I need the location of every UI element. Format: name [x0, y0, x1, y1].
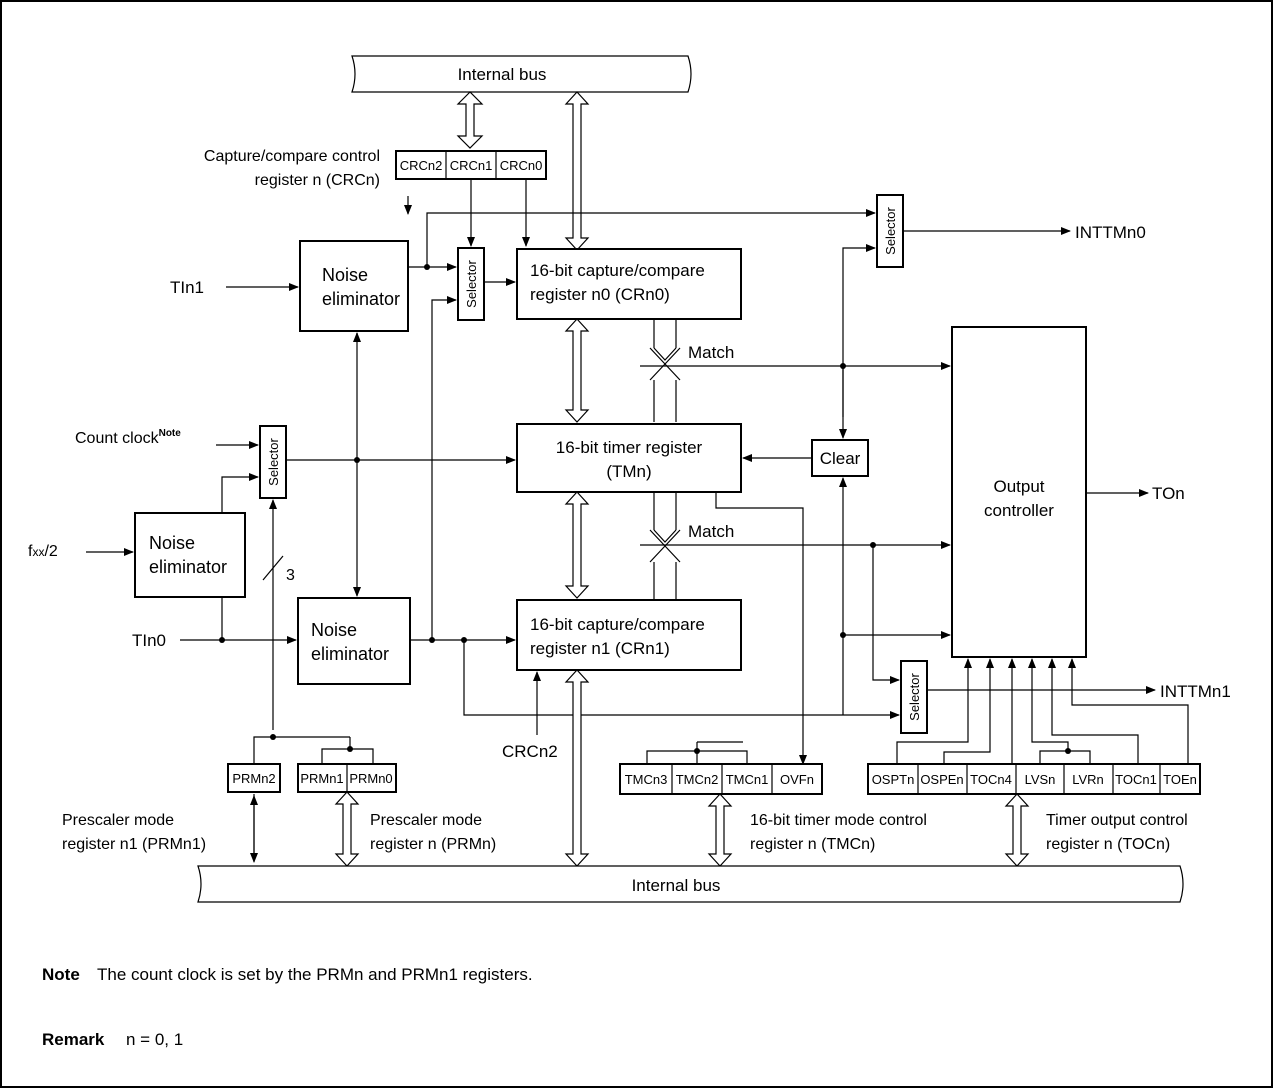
- match-label-1: Match: [688, 343, 734, 362]
- svg-text:controller: controller: [984, 501, 1054, 520]
- prmn1-label-line1: Prescaler mode: [62, 812, 174, 829]
- clear-block: Clear: [811, 439, 869, 477]
- svg-text:Selector: Selector: [907, 672, 922, 720]
- internal-bus-top: Internal bus: [351, 55, 692, 93]
- toc-register: OSPTn OSPEn TOCn4 LVSn LVRn TOCn1 TOEn: [867, 763, 1201, 795]
- svg-text:OSPEn: OSPEn: [920, 772, 963, 787]
- prmn-label-line1: Prescaler mode: [370, 812, 482, 829]
- svg-text:OSPTn: OSPTn: [872, 772, 915, 787]
- bus-arrow-top-crn0: [564, 91, 590, 251]
- bus-width-3: 3: [286, 567, 295, 584]
- selector-crn0: Selector: [457, 247, 485, 321]
- internal-bus-bottom: Internal bus: [197, 865, 1184, 903]
- svg-text:Noise: Noise: [149, 533, 195, 553]
- svg-text:16-bit capture/compare: 16-bit capture/compare: [530, 615, 705, 634]
- crc-bit-crcn1: CRCn1: [450, 158, 493, 173]
- crc-register: Capture/compare control register n (CRCn…: [204, 148, 547, 189]
- svg-text:Output: Output: [993, 477, 1044, 496]
- svg-text:register n0 (CRn0): register n0 (CRn0): [530, 285, 670, 304]
- output-inttmn0: INTTMn0: [1075, 223, 1146, 242]
- crc-label-line1: Capture/compare control: [204, 148, 380, 165]
- svg-text:TMCn1: TMCn1: [726, 772, 769, 787]
- bus-arrow-tmcn: [707, 793, 733, 867]
- bus-arrow-tmn-crn1: [564, 491, 590, 599]
- crcn2-signal-label: CRCn2: [502, 742, 558, 761]
- svg-text:eliminator: eliminator: [149, 557, 227, 577]
- count-clock-label: Count clockNote: [75, 428, 181, 447]
- noise-eliminator-bottom: Noise eliminator: [297, 597, 411, 685]
- svg-text:TOEn: TOEn: [1163, 772, 1197, 787]
- prmn-register: PRMn1 PRMn0: [297, 763, 397, 793]
- prmn-label-line2: register n (PRMn): [370, 836, 496, 853]
- noise-eliminator-top: Noise eliminator: [299, 240, 409, 332]
- crc-label-line2: register n (CRCn): [255, 172, 380, 189]
- selector-inttmn0: Selector: [876, 194, 904, 268]
- svg-text:LVSn: LVSn: [1025, 772, 1056, 787]
- tocn-label-line1: Timer output control: [1046, 812, 1188, 829]
- crc-bit-crcn0: CRCn0: [500, 158, 543, 173]
- input-tin1: TIn1: [170, 278, 204, 297]
- crc-bit-crcn2: CRCn2: [400, 158, 443, 173]
- crn1-register: 16-bit capture/compare register n1 (CRn1…: [516, 599, 742, 671]
- internal-bus-bottom-label: Internal bus: [632, 876, 721, 895]
- svg-text:PRMn0: PRMn0: [349, 771, 392, 786]
- tmn-register: 16-bit timer register (TMn): [516, 423, 742, 493]
- svg-text:TOCn1: TOCn1: [1115, 772, 1157, 787]
- svg-text:TOCn4: TOCn4: [970, 772, 1012, 787]
- svg-text:OVFn: OVFn: [780, 772, 814, 787]
- bus-arrow-crc: [456, 91, 484, 149]
- svg-text:LVRn: LVRn: [1072, 772, 1104, 787]
- bus-arrow-tocn: [1004, 793, 1030, 867]
- svg-text:Selector: Selector: [883, 206, 898, 254]
- svg-text:PRMn1: PRMn1: [300, 771, 343, 786]
- output-ton: TOn: [1152, 484, 1185, 503]
- output-controller: Output controller: [951, 326, 1087, 658]
- svg-text:register n1 (CRn1): register n1 (CRn1): [530, 639, 670, 658]
- selector-count-clock: Selector: [259, 425, 287, 499]
- output-inttmn1: INTTMn1: [1160, 682, 1231, 701]
- svg-text:Noise: Noise: [311, 620, 357, 640]
- noise-eliminator-fxx: Noise eliminator: [134, 512, 246, 598]
- bus-arrow-crn1-bottom: [564, 669, 590, 867]
- svg-text:Noise: Noise: [322, 265, 368, 285]
- bus-arrow-prmn: [334, 791, 360, 867]
- match-label-2: Match: [688, 522, 734, 541]
- bus-arrow-crn0-tmn: [564, 318, 590, 423]
- tmc-register: TMCn3 TMCn2 TMCn1 OVFn: [619, 763, 823, 795]
- prmn2-register: PRMn2: [227, 763, 281, 793]
- tocn-label-line2: register n (TOCn): [1046, 836, 1170, 853]
- tmcn-label-line2: register n (TMCn): [750, 836, 875, 853]
- tmcn-label-line1: 16-bit timer mode control: [750, 812, 927, 829]
- svg-text:eliminator: eliminator: [322, 289, 400, 309]
- selector-inttmn1: Selector: [900, 660, 928, 734]
- svg-text:(TMn): (TMn): [606, 462, 651, 481]
- internal-bus-top-label: Internal bus: [458, 65, 547, 84]
- input-fxx2: fxx/2: [28, 543, 58, 560]
- svg-text:eliminator: eliminator: [311, 644, 389, 664]
- svg-text:PRMn2: PRMn2: [232, 771, 275, 786]
- crn0-register: 16-bit capture/compare register n0 (CRn0…: [516, 248, 742, 320]
- svg-text:16-bit timer register: 16-bit timer register: [556, 438, 703, 457]
- prmn1-label-line2: register n1 (PRMn1): [62, 836, 206, 853]
- svg-text:TMCn3: TMCn3: [625, 772, 668, 787]
- input-tin0: TIn0: [132, 631, 166, 650]
- svg-text:Clear: Clear: [820, 449, 861, 468]
- svg-text:TMCn2: TMCn2: [676, 772, 719, 787]
- svg-text:16-bit capture/compare: 16-bit capture/compare: [530, 261, 705, 280]
- svg-text:Selector: Selector: [464, 259, 479, 307]
- svg-text:Selector: Selector: [266, 437, 281, 485]
